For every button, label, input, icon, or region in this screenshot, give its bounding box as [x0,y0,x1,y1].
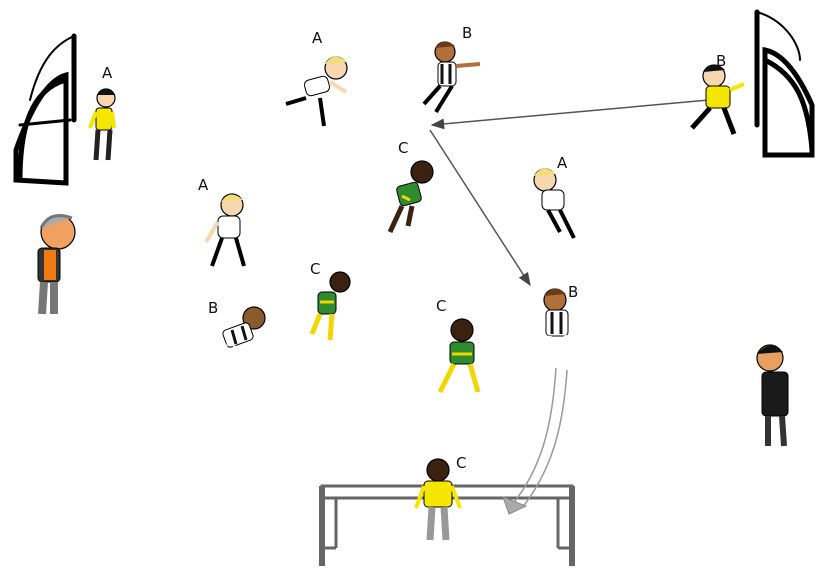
label-c-keeper-bottom: C [456,454,466,472]
label-c-left: C [310,260,320,278]
label-b-top: B [462,24,472,42]
label-a-top: A [312,29,323,47]
label-a-keeper-left: A [102,64,113,82]
player-c-center [387,160,434,234]
goal-left-icon [13,33,77,186]
player-a-mid-right [533,168,576,239]
player-a-mid-left [204,193,246,267]
label-a-mid-right: A [557,154,568,172]
referee-right [756,344,789,447]
player-b-left [194,306,266,376]
label-b-keeper-right: B [716,52,726,70]
pass-arrow-b-to-b [429,129,531,287]
player-c-keeper-bottom [414,458,462,541]
goal-right-icon [754,9,815,158]
player-c-left [309,271,351,341]
coach-left [37,214,76,315]
player-a-keeper-left [88,88,116,161]
label-b-right: B [568,283,578,301]
player-b-top [422,41,481,114]
label-c-mid: C [436,297,446,315]
pass-arrows [429,98,721,287]
player-b-right [543,288,585,365]
pass-arrow-keeper-to-b [430,98,721,130]
player-c-mid [437,318,481,394]
label-b-left: B [208,299,218,317]
player-a-top [285,56,348,127]
label-c-center: C [398,139,408,157]
player-b-keeper-right [690,64,745,135]
label-a-mid-left: A [198,176,209,194]
shot-arrow [502,367,568,515]
